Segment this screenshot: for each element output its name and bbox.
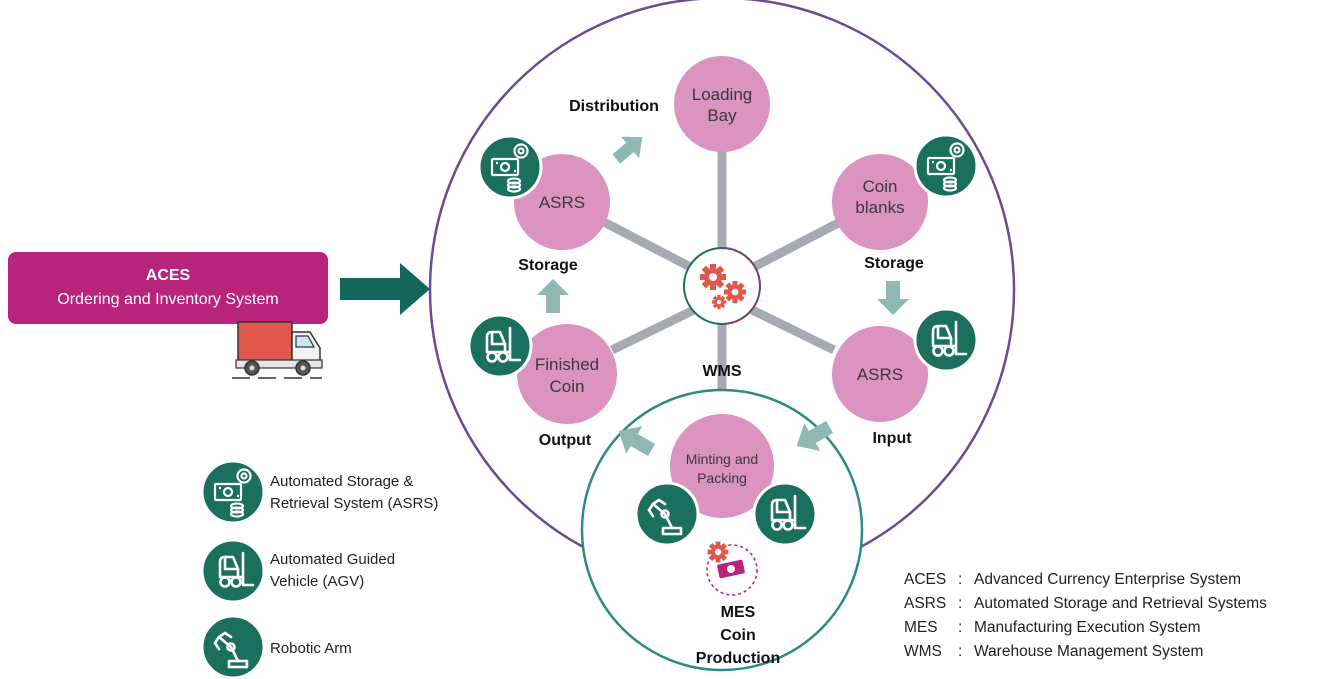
abbr-wms: WMS bbox=[904, 643, 942, 660]
node-finished-coin: Finished Coin bbox=[517, 324, 617, 424]
storage-up-arrow bbox=[537, 279, 569, 313]
abbr-wms-def: Warehouse Management System bbox=[974, 643, 1203, 660]
asrs-storage-label: ASRS bbox=[539, 193, 585, 212]
robotic-arm-icon bbox=[200, 614, 266, 679]
mes-cycle-icon bbox=[706, 541, 758, 596]
coin-blanks-line2: blanks bbox=[855, 198, 904, 217]
node-minting: Minting and Packing bbox=[670, 414, 774, 518]
input-arrow bbox=[796, 420, 834, 451]
abbr-asrs-def: Automated Storage and Retrieval Systems bbox=[974, 595, 1267, 612]
node-asrs-input: ASRS bbox=[832, 326, 928, 422]
aces-box: ACES Ordering and Inventory System bbox=[8, 252, 328, 324]
coin-blanks-line1: Coin bbox=[863, 177, 898, 196]
svg-text::: : bbox=[958, 571, 962, 588]
forklift-icon bbox=[913, 307, 979, 373]
aces-to-wms-arrow bbox=[340, 263, 430, 315]
legend-agv-line1: Automated Guided bbox=[270, 551, 395, 568]
output-label: Output bbox=[539, 432, 592, 449]
wms-hub bbox=[683, 247, 761, 325]
hub-label: WMS bbox=[702, 363, 741, 380]
svg-text::: : bbox=[958, 643, 962, 660]
legend-robot-line1: Robotic Arm bbox=[270, 640, 352, 657]
asrs-icon bbox=[477, 134, 543, 200]
svg-text::: : bbox=[958, 595, 962, 612]
abbr-asrs: ASRS bbox=[904, 595, 946, 612]
distribution-label: Distribution bbox=[569, 98, 659, 115]
finished-coin-line1: Finished bbox=[535, 355, 599, 374]
flow-arrows bbox=[537, 136, 909, 457]
legend-asrs-line1: Automated Storage & bbox=[270, 473, 413, 490]
abbr-aces: ACES bbox=[904, 571, 946, 588]
legend: Automated Storage & Retrieval System (AS… bbox=[200, 459, 438, 679]
mes-subtitle-line1: Coin bbox=[720, 627, 756, 644]
aces-title: ACES bbox=[146, 267, 191, 284]
forklift-icon bbox=[752, 481, 818, 547]
node-loading-bay: Loading Bay bbox=[674, 56, 770, 152]
asrs-icon bbox=[200, 459, 266, 525]
abbr-aces-def: Advanced Currency Enterprise System bbox=[974, 571, 1241, 588]
mes-circle bbox=[580, 388, 864, 672]
abbr-mes-def: Manufacturing Execution System bbox=[974, 619, 1201, 636]
svg-text::: : bbox=[958, 619, 962, 636]
aces-subtitle: Ordering and Inventory System bbox=[57, 291, 278, 308]
robotic-arm-icon bbox=[634, 481, 700, 547]
mes-title: MES bbox=[721, 604, 756, 621]
storage-right-label: Storage bbox=[864, 255, 924, 272]
minting-line2: Packing bbox=[697, 470, 747, 486]
asrs-input-label: ASRS bbox=[857, 365, 903, 384]
mes-subtitle-line2: Production bbox=[696, 650, 780, 667]
distribution-arrow bbox=[612, 136, 643, 164]
node-coin-blanks: Coin blanks bbox=[832, 154, 928, 250]
legend-asrs-line2: Retrieval System (ASRS) bbox=[270, 495, 438, 512]
input-label: Input bbox=[872, 430, 912, 447]
loading-bay-line1: Loading bbox=[692, 85, 753, 104]
legend-agv-line2: Vehicle (AGV) bbox=[270, 573, 364, 590]
storage-left-label: Storage bbox=[518, 257, 578, 274]
abbr-mes: MES bbox=[904, 619, 938, 636]
truck-icon bbox=[232, 321, 323, 379]
forklift-icon bbox=[467, 313, 533, 379]
minting-line1: Minting and bbox=[686, 451, 758, 467]
asrs-icon bbox=[913, 133, 979, 199]
abbreviations: ACES : Advanced Currency Enterprise Syst… bbox=[904, 571, 1267, 660]
finished-coin-line2: Coin bbox=[550, 377, 585, 396]
forklift-icon bbox=[200, 538, 266, 604]
loading-bay-line2: Bay bbox=[707, 106, 737, 125]
output-arrow bbox=[618, 426, 656, 457]
storage-down-arrow bbox=[877, 281, 909, 315]
